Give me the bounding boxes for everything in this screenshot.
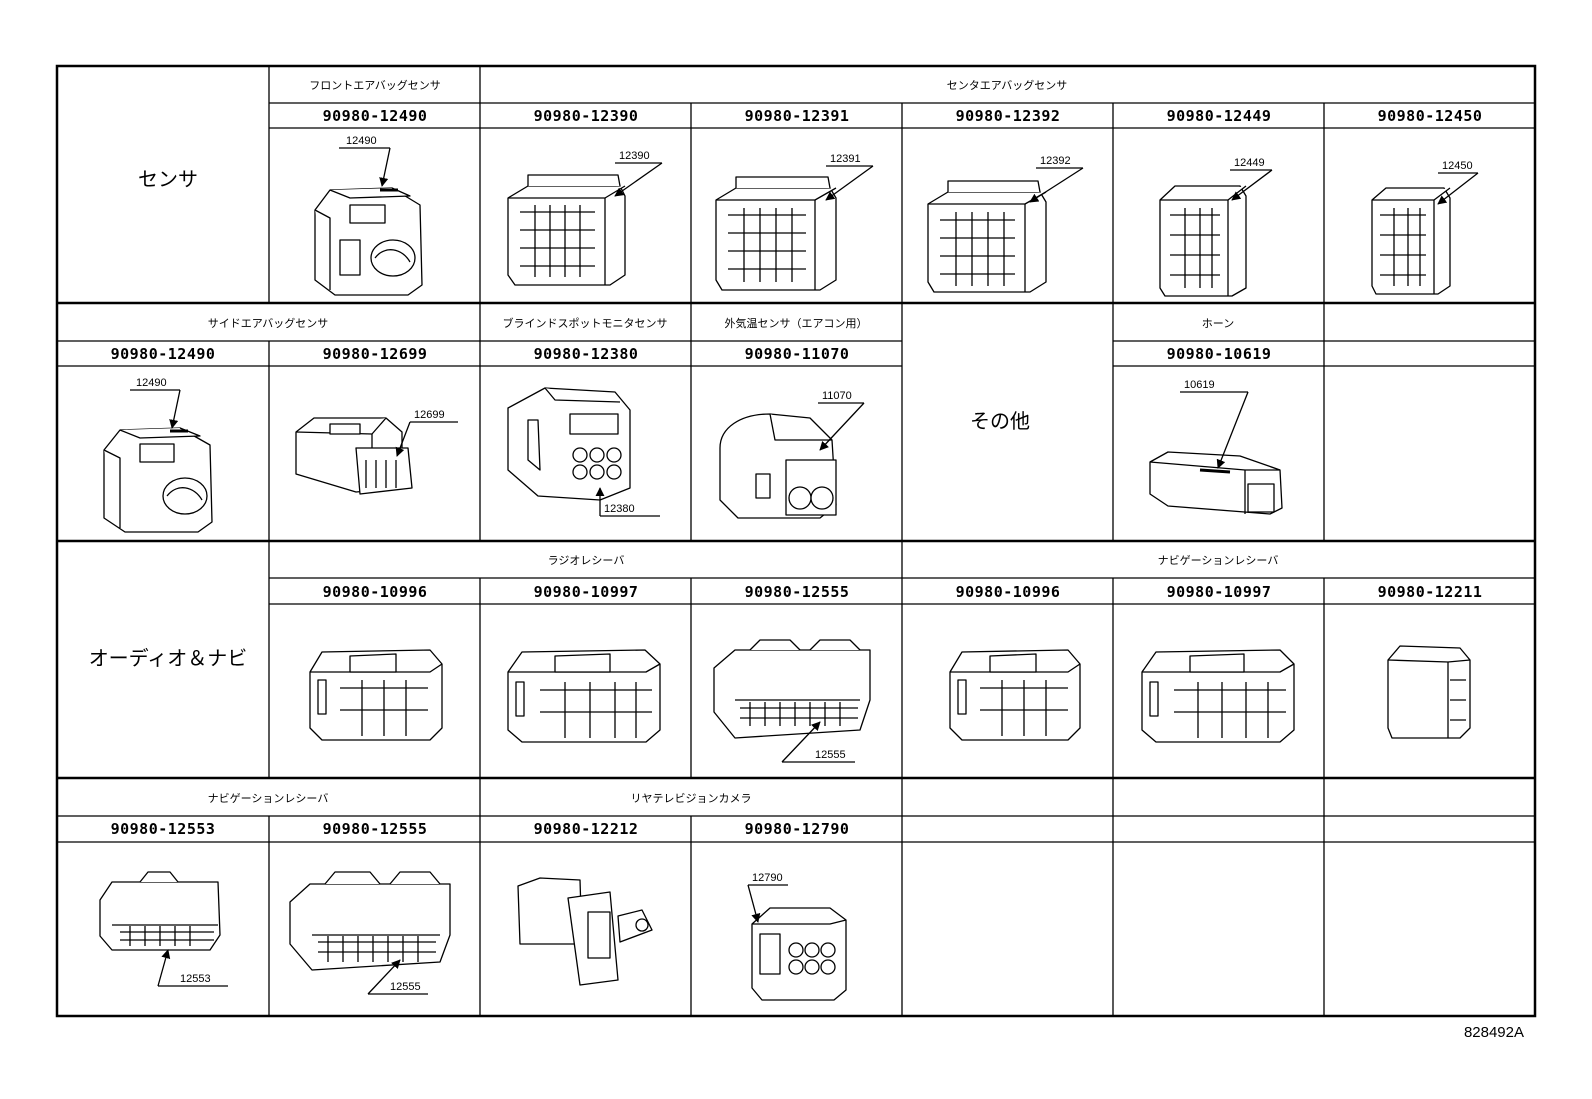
part-number: 90980-12450 [1378, 107, 1483, 125]
connector-illustration [295, 417, 413, 495]
group-blind-spot-monitor-sensor: ブラインドスポットモニタセンサ [503, 316, 668, 330]
callout-label: 12555 [815, 749, 846, 761]
callout-label: 12699 [414, 409, 445, 421]
part-number: 90980-12490 [111, 345, 216, 363]
callout-label: 12490 [136, 377, 167, 389]
part-number: 90980-10996 [323, 583, 428, 601]
connector-illustration [314, 187, 423, 296]
connector-illustration [713, 639, 871, 739]
part-number: 90980-12490 [323, 107, 428, 125]
group-navigation-receiver: ナビゲーションレシーバ [208, 792, 329, 805]
category-sensor: センサ [138, 167, 198, 191]
part-number: 90980-12555 [323, 820, 428, 838]
connector-illustration [719, 413, 837, 519]
connector-illustration [289, 871, 451, 971]
connector-illustration [517, 877, 653, 986]
callout-label: 12390 [619, 150, 650, 162]
callout-label: 12450 [1442, 160, 1473, 172]
connector-illustration [507, 174, 626, 286]
connector-illustration [715, 176, 837, 291]
group-front-airbag-sensor: フロントエアバッグセンサ [309, 78, 441, 92]
part-number: 90980-12392 [956, 107, 1061, 125]
part-number: 90980-12380 [534, 345, 639, 363]
part-number: 90980-12790 [745, 820, 850, 838]
connector-illustration [949, 649, 1081, 741]
connector-illustration [1371, 187, 1451, 295]
part-number: 90980-12553 [111, 820, 216, 838]
callout-label: 12790 [752, 872, 783, 884]
connector-illustration [751, 907, 847, 1001]
part-number: 90980-10997 [1167, 583, 1272, 601]
group-center-airbag-sensor: センタエアバッグセンサ [947, 78, 1068, 92]
part-number: 90980-10996 [956, 583, 1061, 601]
callout-label: 10619 [1184, 379, 1215, 391]
part-number: 90980-12212 [534, 820, 639, 838]
part-number: 90980-12211 [1378, 583, 1483, 601]
connector-illustration [507, 649, 661, 743]
connector-illustration [99, 871, 221, 951]
callout-label: 12392 [1040, 155, 1071, 167]
group-ambient-temp-sensor: 外気温センサ（エアコン用） [725, 316, 868, 330]
part-number: 90980-12699 [323, 345, 428, 363]
part-number: 90980-12390 [534, 107, 639, 125]
connector-illustration [309, 649, 443, 741]
group-radio-receiver: ラジオレシーバ [548, 554, 625, 567]
part-number: 90980-11070 [745, 345, 850, 363]
part-number: 90980-12449 [1167, 107, 1272, 125]
part-number: 90980-10997 [534, 583, 639, 601]
connector-illustration [507, 387, 631, 501]
callout-label: 12553 [180, 973, 211, 985]
group-side-airbag-sensor: サイドエアバッグセンサ [208, 316, 329, 330]
category-audio-navi: オーディオ＆ナビ [89, 646, 248, 670]
callout-label: 12555 [390, 981, 421, 993]
part-number: 90980-12391 [745, 107, 850, 125]
group-horn: ホーン [1202, 317, 1234, 330]
callout-label: 12380 [604, 503, 635, 515]
callout-label: 12449 [1234, 157, 1265, 169]
callout-label: 12391 [830, 153, 861, 165]
connector-illustration [1149, 451, 1283, 515]
callout-label: 11070 [822, 390, 852, 402]
category-other: その他 [970, 409, 1030, 433]
callout-label: 12490 [346, 135, 377, 147]
group-rear-tv-camera: リヤテレビジョンカメラ [631, 792, 752, 805]
group-navigation-receiver: ナビゲーションレシーバ [1158, 554, 1279, 567]
part-number: 90980-10619 [1167, 345, 1272, 363]
connector-illustration [1387, 645, 1471, 739]
part-number: 90980-12555 [745, 583, 850, 601]
drawing-code: 828492A [1464, 1024, 1524, 1041]
connector-illustration [103, 427, 213, 533]
table-grid [55, 64, 1537, 1018]
connector-illustration [1141, 649, 1295, 743]
connector-illustration [1159, 185, 1247, 297]
connector-illustration [927, 180, 1047, 293]
